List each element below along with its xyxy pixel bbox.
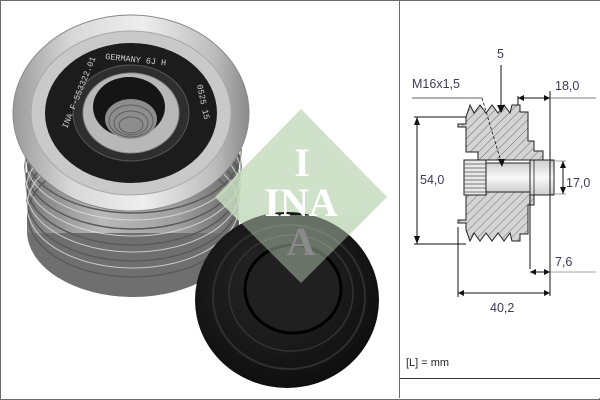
svg-text:A: A: [287, 219, 316, 264]
protective-cap: [195, 212, 379, 388]
svg-text:INA: INA: [264, 180, 337, 225]
ina-logo-letters: I INA A: [264, 140, 337, 264]
dimension-thread: M16x1,5: [412, 77, 460, 91]
dimension-width-hub: 18,0: [555, 79, 580, 93]
footer-divider: [400, 378, 600, 379]
dimension-outer-diameter: 54,0: [420, 173, 445, 187]
unit-note: [L] = mm: [406, 357, 450, 369]
technical-drawing-panel: 5 M16x1,5 18,0 54,0 17,0 7,6 40,2 [L] = …: [399, 1, 600, 398]
pulley-top-face: [12, 14, 250, 212]
dimension-overall-width: 40,2: [490, 301, 515, 315]
dimension-groove-count: 5: [497, 47, 504, 61]
cross-section-drawing: [412, 65, 596, 297]
dimension-inner-diameter: 17,0: [566, 176, 591, 190]
svg-text:I: I: [294, 140, 310, 185]
dimension-offset: 7,6: [555, 255, 573, 269]
product-photo-panel: INA F-553322.01 GERMANY 6J H 0525 15 I I…: [1, 1, 399, 398]
product-photo: INA F-553322.01 GERMANY 6J H 0525 15 I I…: [12, 14, 387, 388]
